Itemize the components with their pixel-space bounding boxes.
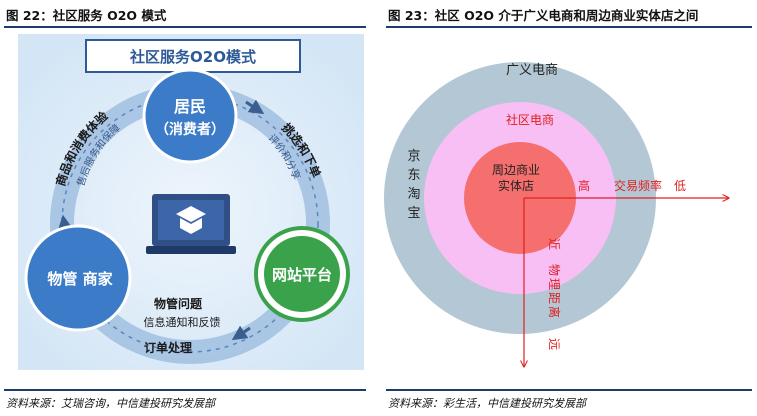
resident-label: 居民 [174, 97, 206, 116]
arrow-bottom-icon [231, 325, 251, 341]
axis-high-label: 高 [578, 178, 590, 193]
jd-char-3: 淘 [407, 187, 420, 202]
axis-frequency-label: 交易频率 [614, 178, 662, 193]
bottom-inner-text: 信息通知和反馈 [144, 315, 221, 329]
jd-char-4: 宝 [407, 206, 420, 221]
axis-dist-char-4: 离 [547, 306, 562, 318]
banner-title: 社区服务O2O模式 [129, 48, 256, 66]
axis-dist-char-3: 距 [547, 292, 561, 304]
axis-far-label: 远 [547, 338, 561, 350]
right-source-note: 资料来源：彩生活，中信建投研究发展部 [388, 397, 586, 410]
left-source-note: 资料来源：艾瑞咨询，中信建投研究发展部 [6, 397, 215, 410]
jd-char-1: 京 [407, 149, 420, 164]
axis-near-label: 近 [547, 238, 561, 250]
inner-ring-label-2: 实体店 [498, 178, 534, 193]
website-platform-core [264, 236, 340, 312]
banner-box [85, 39, 301, 73]
left-footer-rule [4, 389, 366, 391]
right-title-rule [386, 26, 752, 28]
inner-ring [464, 142, 576, 254]
concentric-diagram: 广义电商 社区电商 周边商业 实体店 京 东 淘 宝 高 交易频率 低 近 物 … [384, 62, 754, 370]
left-title-rule [4, 26, 366, 28]
resident-node [142, 68, 238, 164]
property-merchant-label: 物管 商家 [47, 270, 112, 288]
arrow-right-icon [245, 99, 265, 115]
resident-sublabel: （消费者） [155, 121, 225, 138]
bottom-outer-text-2: 订单处理 [144, 340, 192, 355]
o2o-model-diagram: 社区服务O2O模式 商品和消费体验 售后服务和保障 挑选和下单 评价和分享 居民… [18, 34, 364, 370]
right-figure-title: 图 23：社区 O2O 介于广义电商和周边商业实体店之间 [388, 8, 699, 23]
right-footer-rule [386, 389, 752, 391]
outer-ring-label: 广义电商 [506, 63, 558, 78]
jd-char-2: 东 [407, 168, 420, 183]
axis-dist-char-1: 物 [547, 264, 561, 276]
computer-icon [146, 194, 236, 254]
website-platform-label: 网站平台 [272, 266, 332, 284]
left-figure-title: 图 22：社区服务 O2O 模式 [6, 8, 167, 23]
axis-low-label: 低 [674, 179, 686, 193]
axis-dist-char-2: 理 [547, 278, 561, 290]
property-merchant-node [24, 224, 132, 332]
inner-ring-label-1: 周边商业 [492, 162, 540, 177]
bottom-outer-text-1: 物管问题 [154, 296, 203, 311]
cycle-ring-dashes [61, 95, 319, 353]
middle-ring-label: 社区电商 [506, 112, 554, 127]
